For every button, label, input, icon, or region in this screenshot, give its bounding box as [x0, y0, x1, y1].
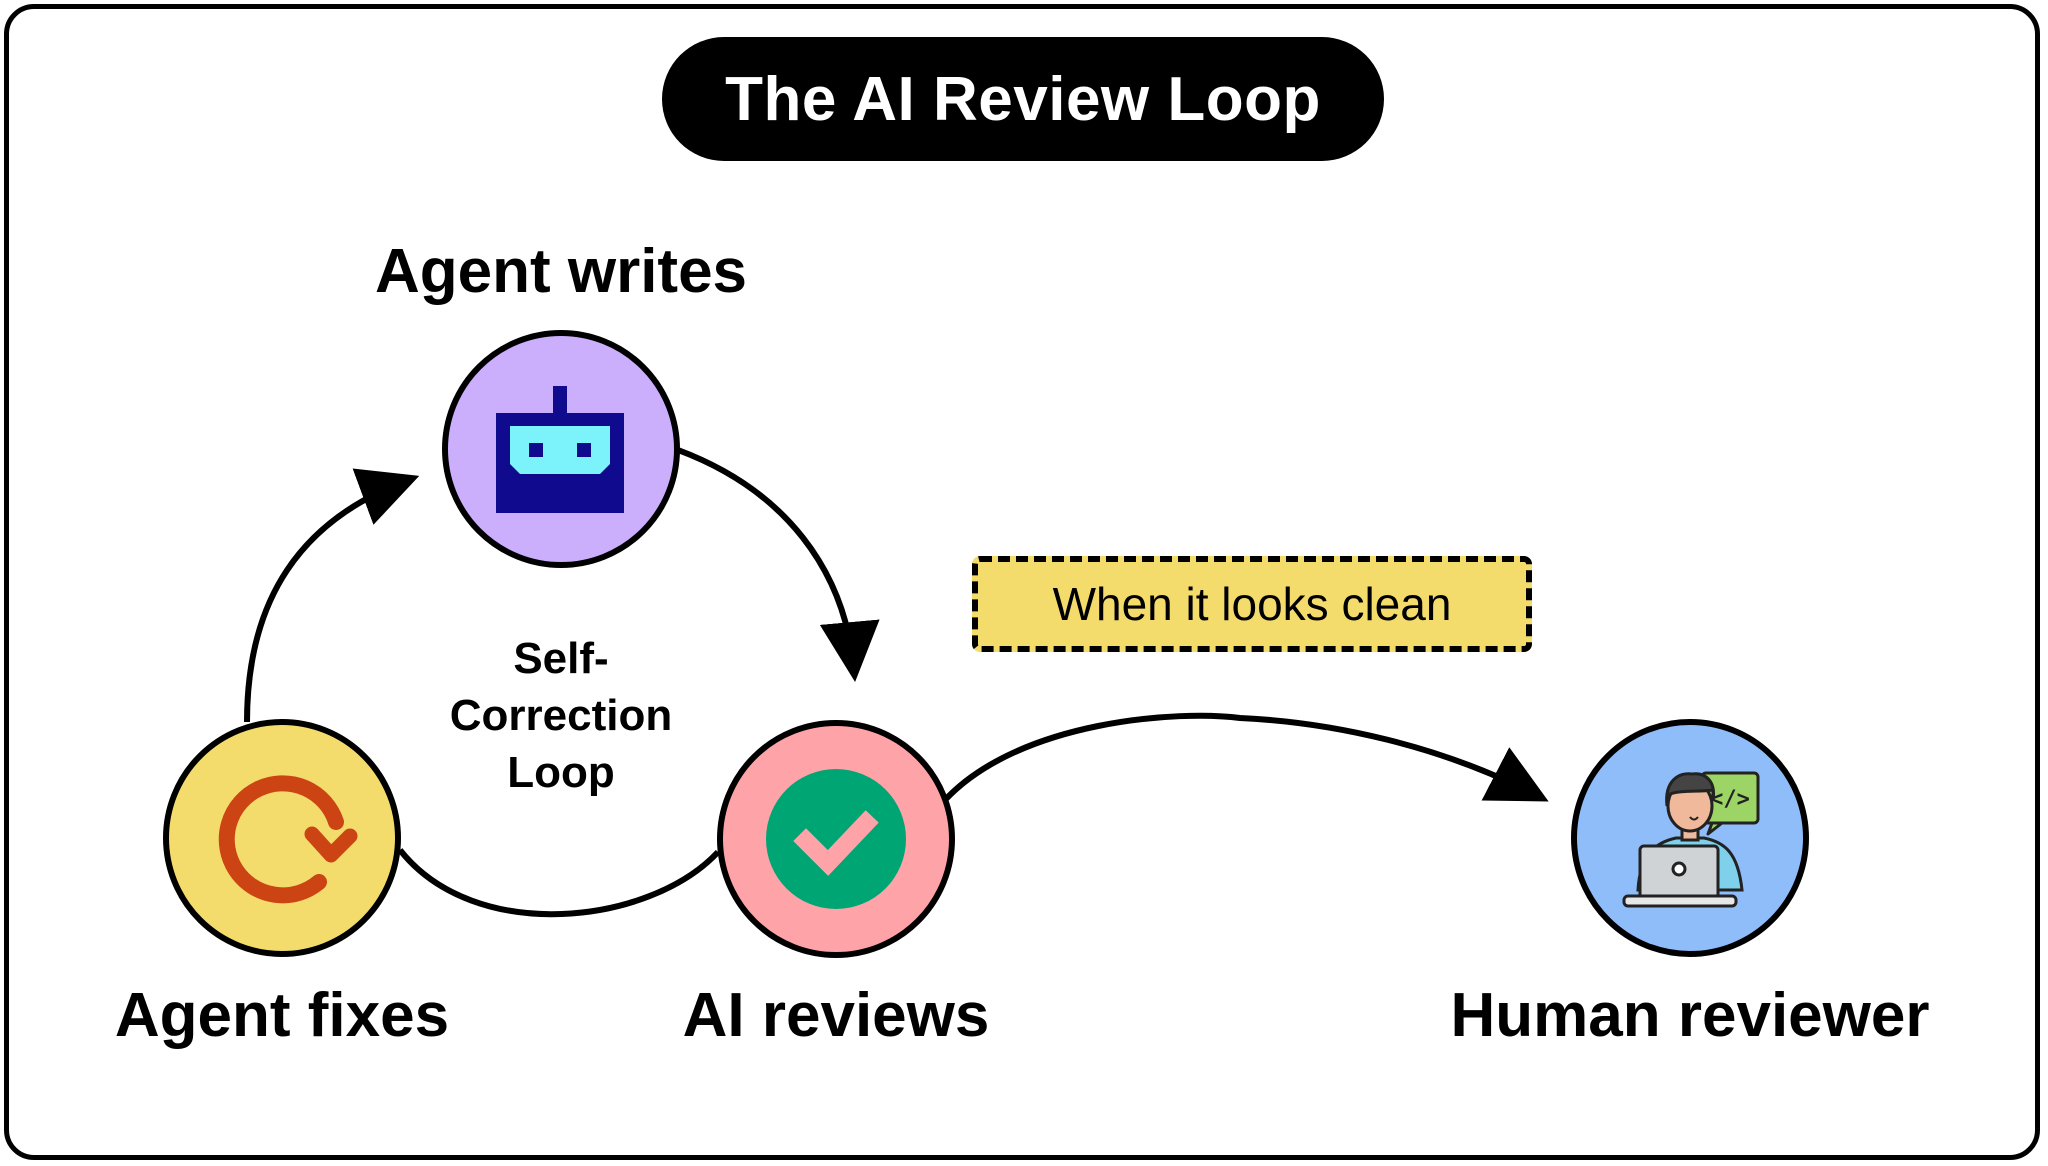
node-label-agent-writes: Agent writes — [374, 237, 748, 306]
arrow-writes-to-reviews — [676, 447, 880, 682]
arrow-fixes-to-writes — [244, 468, 420, 723]
svg-text:</>: </> — [1710, 787, 1750, 812]
node-label-agent-fixes: Agent fixes — [114, 981, 450, 1050]
checkmark-icon — [766, 769, 906, 909]
node-human-reviewer: </> — [1571, 719, 1809, 957]
arrow-reviews-to-fixes — [397, 848, 721, 918]
loop-label: Self-Correction Loop — [449, 634, 673, 797]
node-label-human-reviewer: Human reviewer — [1450, 981, 1930, 1050]
node-ai-reviews — [717, 720, 955, 958]
arrow-reviews-to-human — [942, 712, 1549, 803]
robot-icon — [496, 386, 624, 513]
node-label-ai-reviews: AI reviews — [682, 981, 990, 1050]
diagram-title: The AI Review Loop — [662, 37, 1384, 161]
transition-note: When it looks clean — [972, 556, 1532, 652]
developer-with-laptop-icon: </> — [1622, 771, 1760, 908]
node-agent-fixes — [163, 719, 401, 957]
refresh-icon — [218, 775, 358, 904]
node-agent-writes — [442, 330, 680, 568]
